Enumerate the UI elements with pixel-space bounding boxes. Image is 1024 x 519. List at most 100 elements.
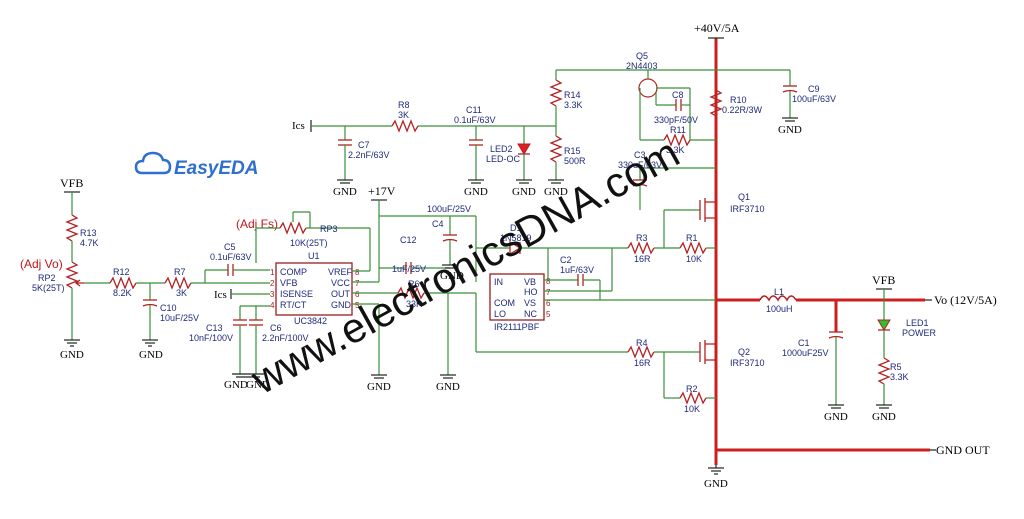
gnd-label: GND <box>824 411 848 423</box>
c5-ref: C5 <box>224 242 236 252</box>
c7-value: 2.2nF/63V <box>348 150 390 160</box>
c4-ref: C4 <box>432 219 444 229</box>
c13-value: 10nF/100V <box>189 333 233 343</box>
vout-label: Vo (12V/5A) <box>934 293 997 307</box>
rp2-ref: RP2 <box>38 273 56 283</box>
gnd-label: GND <box>464 186 488 198</box>
u1-pin-comp: COMP <box>280 267 307 277</box>
u1-pin-num: 8 <box>355 268 360 277</box>
r7-value: 3K <box>176 288 187 298</box>
q5-ref: Q5 <box>636 51 648 61</box>
power-buses <box>714 38 930 465</box>
r11-ref: R11 <box>670 125 686 135</box>
c9-ref: C9 <box>808 84 820 94</box>
adj-fs-label: (Adj Fs) <box>236 217 278 231</box>
r12-ref: R12 <box>113 267 130 277</box>
gnd-symbol <box>440 374 456 379</box>
gnd-label: GND <box>139 349 163 361</box>
c8-value: 330pF/50V <box>654 115 698 125</box>
gnd-out-label: GND OUT <box>936 443 990 457</box>
r15-ref: R15 <box>564 146 581 156</box>
rp2-wiper <box>74 279 84 287</box>
gnd-label: GND <box>246 379 270 391</box>
led1-icon <box>877 319 891 331</box>
c11-ref: C11 <box>466 105 482 115</box>
c2-ref: C2 <box>560 255 572 265</box>
u1-body <box>275 262 353 316</box>
led1-value: POWER <box>902 328 937 338</box>
u2-pin-num: 6 <box>546 299 551 308</box>
u1-pin-isense: ISENSE <box>280 289 313 299</box>
gnd-label: GND <box>440 270 464 282</box>
c1-ref: C1 <box>798 338 810 348</box>
led2-value: LED-OC <box>486 154 521 164</box>
cloud-icon <box>134 151 172 175</box>
u1-pin-out: OUT <box>331 289 351 299</box>
gnd-symbol <box>548 179 564 184</box>
gnd-label: GND <box>704 478 728 490</box>
r6-ref: R6 <box>408 279 420 289</box>
u1-pin-num: 1 <box>270 268 275 277</box>
gnd-label: GND <box>544 186 568 198</box>
r12-resistor <box>109 276 137 290</box>
u2-pin-nc: NC <box>524 309 537 319</box>
c3-plate <box>632 183 648 187</box>
r7-resistor <box>164 276 192 290</box>
r11-value: 3.3K <box>666 145 685 155</box>
c9-value: 100uF/63V <box>792 94 836 104</box>
d1-value: 1N5819 <box>500 233 532 243</box>
c1-plate <box>828 335 844 339</box>
q2-value: IRF3710 <box>730 358 765 368</box>
rp3-ref: RP3 <box>320 224 338 234</box>
u1-pin-num: 4 <box>270 301 275 310</box>
u1-pin-num: 5 <box>355 301 360 310</box>
r1-ref: R1 <box>686 233 698 243</box>
r13-ref: R13 <box>80 228 97 238</box>
r4-value: 16R <box>634 358 651 368</box>
gnd-label: GND <box>872 411 896 423</box>
r8-value: 3K <box>398 110 409 120</box>
c7-ref: C7 <box>358 140 370 150</box>
r10-value: 0.22R/3W <box>722 105 763 115</box>
c4-value: 100uF/25V <box>427 204 471 214</box>
q1-value: IRF3710 <box>730 204 765 214</box>
u2-pin-com: COM <box>494 298 515 308</box>
r6-value: 33R <box>406 299 423 309</box>
c6-ref: C6 <box>270 323 282 333</box>
r8-resistor <box>391 119 419 133</box>
r10-ref: R10 <box>730 95 747 105</box>
adj-vo-label: (Adj Vo) <box>20 257 63 271</box>
q5-value: 2N4403 <box>626 61 658 71</box>
rp2-pot <box>65 261 79 289</box>
q2-ref: Q2 <box>738 347 750 357</box>
vfb-right-label: VFB <box>872 273 895 287</box>
gnd-symbol <box>142 339 158 347</box>
r6-resistor <box>397 286 425 300</box>
u2-pin-num: 8 <box>546 277 551 286</box>
u2-body <box>489 273 545 321</box>
rp3-pot <box>279 221 307 235</box>
ics-mid-label: Ics <box>214 289 227 301</box>
r11-resistor <box>663 133 691 147</box>
u1-pin-num: 3 <box>270 290 275 299</box>
l1-ref: L1 <box>774 287 784 297</box>
l1-inductor <box>759 295 797 302</box>
l1-value: 100uH <box>766 304 793 314</box>
u2-pin-ho: HO <box>524 287 538 297</box>
r3-value: 16R <box>634 254 651 264</box>
rp3-value: 10K(25T) <box>290 238 328 248</box>
u1-pin-vcc: VCC <box>331 278 351 288</box>
gnd-symbol <box>64 339 80 347</box>
gnd-symbol <box>371 374 387 379</box>
gnd-label: GND <box>333 186 357 198</box>
q5-transistor <box>638 78 658 98</box>
ics-top-label: Ics <box>292 120 305 132</box>
gnd-label: GND <box>367 381 391 393</box>
r7-ref: R7 <box>174 267 186 277</box>
c9-plate <box>782 89 798 93</box>
c3-ref: C3 <box>634 150 646 160</box>
u1-pin-rtct: RT/CT <box>280 300 307 310</box>
c10-value: 10uF/25V <box>160 313 199 323</box>
gnd-symbol <box>337 179 353 184</box>
